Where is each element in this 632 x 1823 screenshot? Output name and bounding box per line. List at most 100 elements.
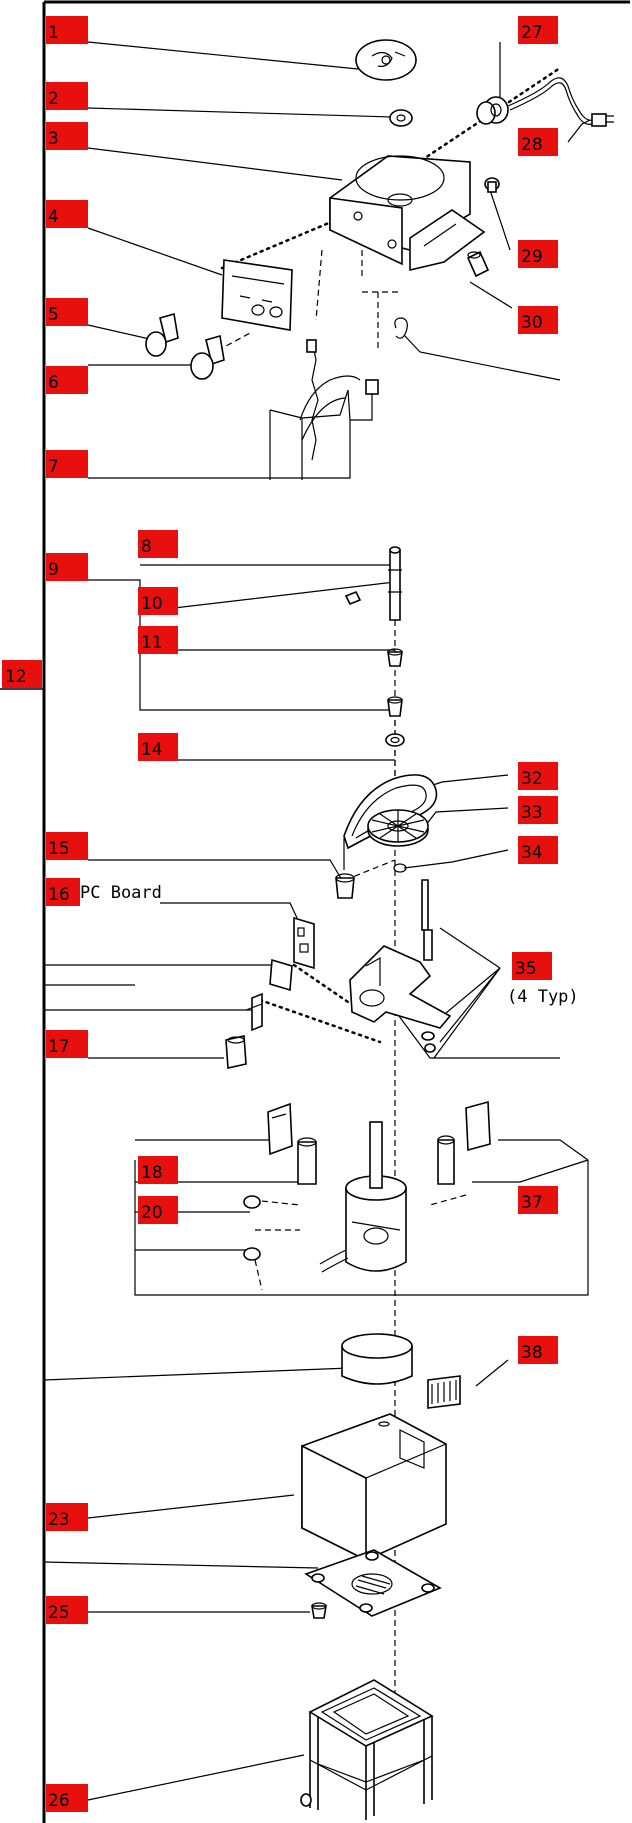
- callout-14: 14: [138, 733, 178, 761]
- part-27-strain-relief: [476, 96, 509, 125]
- part-13-bushing: [387, 696, 403, 717]
- part-38-filter: [427, 1375, 461, 1409]
- callout-7-text: 7: [48, 457, 59, 477]
- callout-27: 27: [518, 16, 558, 44]
- part-24-bottom-plate: [304, 1549, 442, 1617]
- callout-12: 12: [2, 660, 42, 688]
- part-10-pin: [344, 590, 362, 606]
- part-35-stud: [421, 879, 436, 1053]
- callout-12-text: 12: [5, 667, 27, 687]
- part-3-housing: [329, 155, 486, 272]
- callout-28-text: 28: [521, 135, 543, 155]
- callout-18-text: 18: [141, 1163, 163, 1183]
- callout-16-text: 16: [48, 885, 70, 905]
- callout-20: 20: [138, 1196, 178, 1224]
- callout-23-text: 23: [48, 1510, 70, 1530]
- callout-35: 35: [512, 952, 552, 980]
- callout-38-text: 38: [521, 1343, 543, 1363]
- callout-17: 17: [46, 1030, 88, 1058]
- callout-3: 3: [46, 122, 88, 150]
- callout-32: 32: [518, 762, 558, 790]
- part-clip: [394, 317, 408, 339]
- part-8-shaft: [388, 546, 402, 621]
- callout-8: 8: [138, 530, 178, 558]
- callout-26-text: 26: [48, 1791, 70, 1811]
- callout-30-text: 30: [521, 313, 543, 333]
- part-33-pulley: [367, 809, 429, 847]
- part-2-nut: [389, 109, 413, 127]
- callout-37: 37: [518, 1186, 558, 1214]
- callout-11-text: 11: [141, 633, 163, 653]
- pc-board-note: PC Board: [80, 883, 162, 903]
- callout-23: 23: [46, 1503, 88, 1531]
- callout-14-text: 14: [141, 740, 163, 760]
- callout-2: 2: [46, 82, 88, 110]
- part-motor-bracket: [349, 945, 452, 1029]
- callout-6: 6: [46, 366, 88, 394]
- callout-17-text: 17: [48, 1037, 70, 1057]
- callout-27-text: 27: [521, 23, 543, 43]
- typical-note: (4 Typ): [507, 987, 579, 1007]
- leader-lines: [43, 41, 591, 1801]
- callout-8-text: 8: [141, 537, 152, 557]
- callout-26: 26: [46, 1784, 88, 1812]
- callout-6-text: 6: [48, 373, 59, 393]
- callout-7: 7: [46, 450, 88, 478]
- part-14-washer: [385, 733, 405, 747]
- callout-5-text: 5: [48, 305, 59, 325]
- part-15-bushing: [335, 838, 355, 899]
- part-34-washer: [393, 863, 407, 873]
- callout-33-text: 33: [521, 803, 543, 823]
- callout-25-text: 25: [48, 1603, 70, 1623]
- callout-9: 9: [46, 553, 88, 581]
- callout-34-text: 34: [521, 843, 543, 863]
- part-5-switch: [145, 312, 179, 357]
- callout-35-text: 35: [515, 959, 537, 979]
- part-16-pc-board: [245, 916, 315, 1032]
- part-28-power-cord: [507, 77, 614, 127]
- part-4-panel: [221, 259, 293, 331]
- part-23-base-box: [301, 1413, 447, 1562]
- callout-32-text: 32: [521, 769, 543, 789]
- callout-37-text: 37: [521, 1193, 543, 1213]
- callout-16: 16: [46, 878, 80, 906]
- callout-29: 29: [518, 240, 558, 268]
- part-11-bushing: [387, 648, 403, 667]
- callout-2-text: 2: [48, 89, 59, 109]
- callout-38: 38: [518, 1336, 558, 1364]
- part-25-foot: [311, 1602, 327, 1619]
- part-18-mount: [267, 1102, 293, 1156]
- callout-30: 30: [518, 306, 558, 334]
- callout-4: 4: [46, 200, 88, 228]
- callout-3-text: 3: [48, 129, 59, 149]
- part-30-spacer: [466, 250, 490, 278]
- part-17-connector: [225, 1035, 247, 1069]
- callout-4-text: 4: [48, 207, 59, 227]
- callout-25: 25: [46, 1596, 88, 1624]
- callout-10-text: 10: [141, 594, 163, 614]
- callout-10: 10: [138, 587, 178, 615]
- part-motor: [319, 1121, 407, 1273]
- part-37-mount: [437, 1100, 491, 1185]
- part-7-harness: [269, 339, 379, 480]
- callout-28: 28: [518, 128, 558, 156]
- callout-1: 1: [46, 16, 88, 44]
- callout-5: 5: [46, 298, 88, 326]
- callout-34: 34: [518, 836, 558, 864]
- part-20-grommet: [243, 1195, 261, 1261]
- callout-1-text: 1: [48, 23, 59, 43]
- callout-9-text: 9: [48, 560, 59, 580]
- callout-18: 18: [138, 1156, 178, 1184]
- callout-15-text: 15: [48, 839, 70, 859]
- part-1-disc: [355, 39, 417, 81]
- callout-11: 11: [138, 626, 178, 654]
- part-29-knob: [484, 177, 500, 193]
- part-6-switch: [190, 334, 225, 380]
- callout-29-text: 29: [521, 247, 543, 267]
- callout-15: 15: [46, 832, 88, 860]
- part-18-grommet: [297, 1137, 317, 1185]
- callout-33: 33: [518, 796, 558, 824]
- part-ring: [341, 1333, 413, 1385]
